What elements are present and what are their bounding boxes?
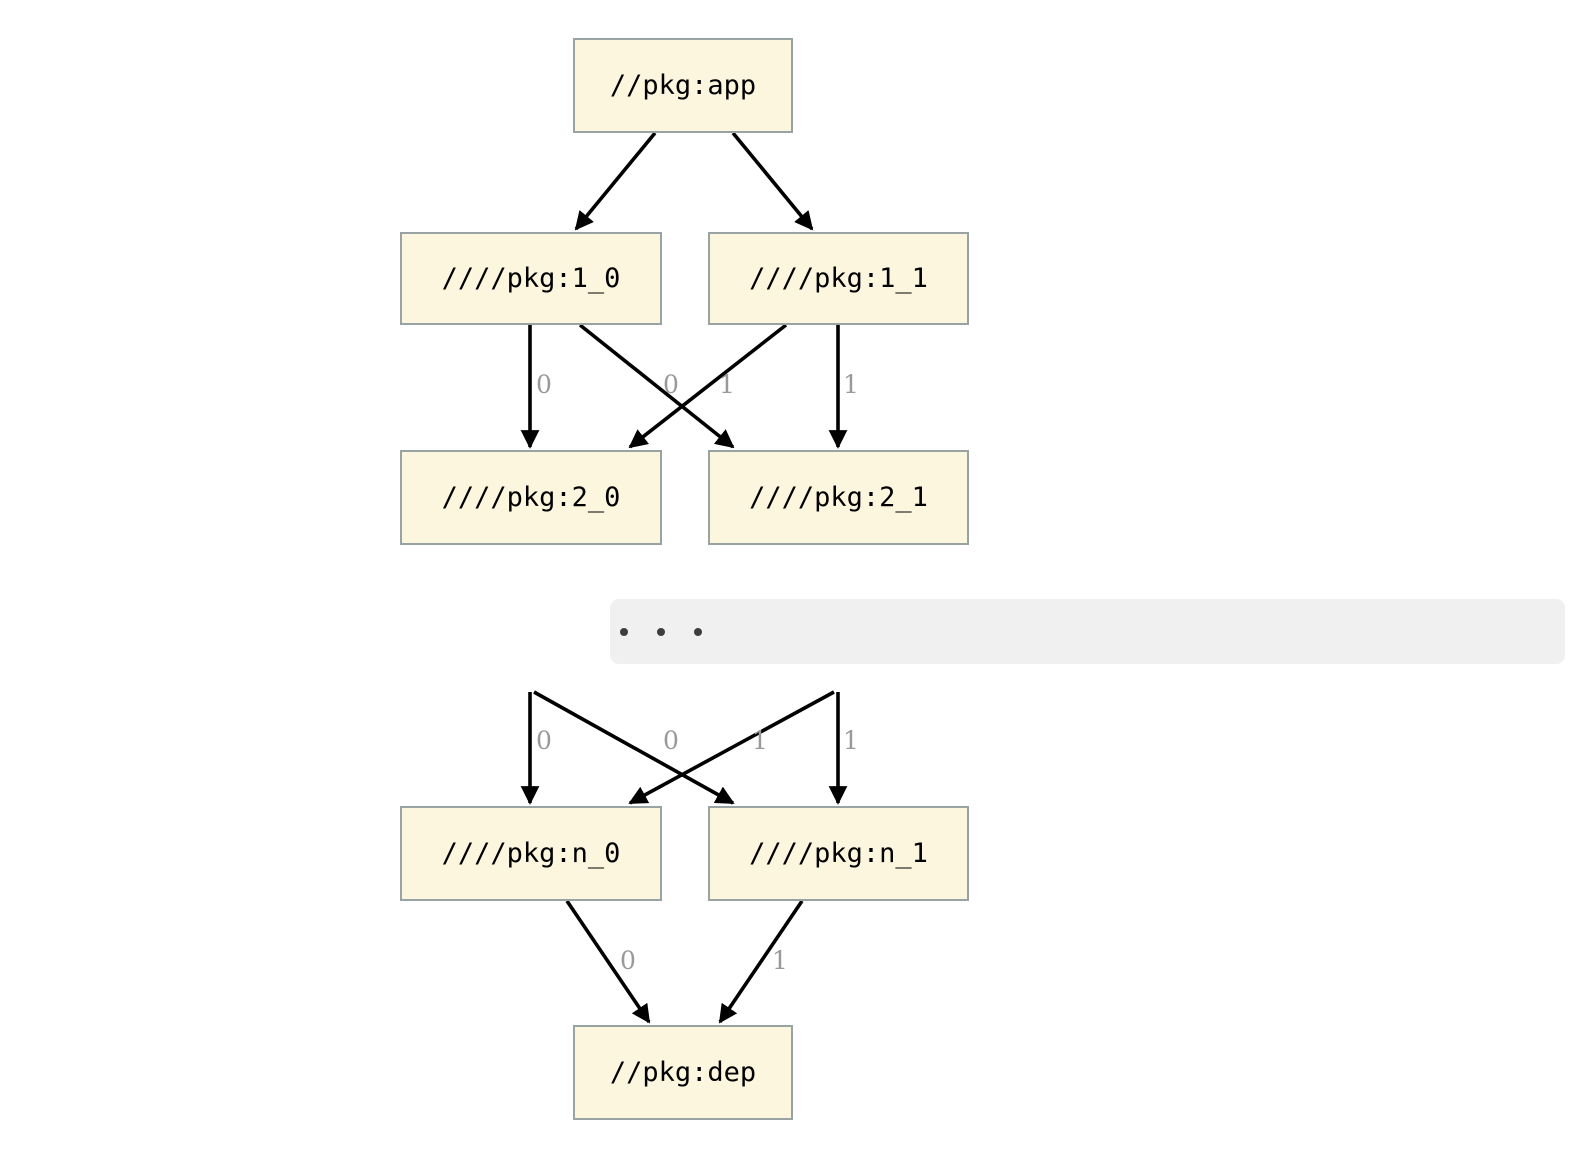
graph-node-2_1[interactable]: ////pkg:2_1 bbox=[708, 450, 969, 545]
edge-label: 0 bbox=[663, 726, 679, 755]
graph-node-label: ////pkg:n_1 bbox=[749, 838, 928, 869]
graph-edge bbox=[628, 323, 788, 449]
edge-label: 0 bbox=[663, 370, 679, 399]
ellipsis-separator-band bbox=[610, 599, 1565, 664]
edge-label: 1 bbox=[772, 946, 788, 975]
graph-node-label: //pkg:app bbox=[609, 70, 757, 101]
graph-node-label: ////pkg:n_0 bbox=[441, 838, 621, 869]
graph-node-1_1[interactable]: ////pkg:1_1 bbox=[708, 232, 969, 325]
graph-edge bbox=[533, 690, 735, 805]
edge-label: 1 bbox=[752, 726, 768, 755]
edge-label: 0 bbox=[536, 370, 552, 399]
graph-edge bbox=[565, 899, 651, 1024]
graph-node-dep[interactable]: //pkg:dep bbox=[573, 1025, 793, 1120]
ellipsis-dot bbox=[694, 628, 702, 636]
edge-label: 0 bbox=[620, 946, 636, 975]
graph-node-label: ////pkg:2_0 bbox=[441, 482, 621, 513]
edge-label: 0 bbox=[536, 726, 552, 755]
graph-node-label: //pkg:dep bbox=[609, 1057, 757, 1088]
graph-edge bbox=[718, 899, 804, 1024]
graph-node-n_1[interactable]: ////pkg:n_1 bbox=[708, 806, 969, 901]
graph-edge bbox=[574, 131, 657, 231]
graph-node-label: ////pkg:2_1 bbox=[749, 482, 928, 513]
edge-label: 1 bbox=[719, 370, 735, 399]
graph-node-n_0[interactable]: ////pkg:n_0 bbox=[400, 806, 662, 901]
ellipsis-dot bbox=[620, 628, 628, 636]
graph-edge bbox=[731, 131, 814, 231]
graph-node-2_0[interactable]: ////pkg:2_0 bbox=[400, 450, 662, 545]
ellipsis-dot bbox=[657, 628, 665, 636]
graph-node-1_0[interactable]: ////pkg:1_0 bbox=[400, 232, 662, 325]
graph-edge bbox=[578, 323, 735, 449]
edge-label: 1 bbox=[843, 370, 859, 399]
graph-node-label: ////pkg:1_1 bbox=[749, 263, 928, 294]
edge-label: 1 bbox=[843, 726, 859, 755]
graph-node-label: ////pkg:1_0 bbox=[441, 263, 621, 294]
graph-node-app[interactable]: //pkg:app bbox=[573, 38, 793, 133]
graph-edge bbox=[628, 690, 835, 805]
